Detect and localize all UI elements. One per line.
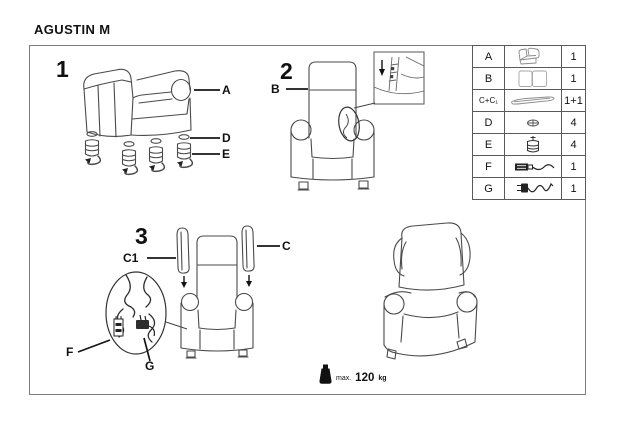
part-qty: 1: [561, 68, 585, 90]
screw-icon: [504, 112, 561, 134]
weight-limit-value: 120: [355, 371, 375, 384]
fig2-chair-drawing: [290, 61, 375, 191]
figure-1-number: 1: [56, 56, 69, 82]
callout-b: B: [271, 82, 280, 96]
part-qty: 1+1: [561, 90, 585, 112]
part-qty: 1: [561, 156, 585, 178]
backrest-cushion-icon: [504, 68, 561, 90]
fig1-armchair-drawing: [83, 68, 192, 138]
wing-insert-arrows: [181, 275, 252, 288]
fig2-detail-inset: [373, 51, 425, 105]
weight-limit: max. 120 kg: [319, 364, 387, 385]
part-qty: 1: [561, 178, 585, 199]
power-plug-cable-icon: [504, 178, 561, 199]
page-title: AGUSTIN M: [34, 22, 111, 37]
fig1-legs-drawing: [84, 131, 194, 176]
part-letter: A: [473, 46, 504, 68]
callout-a: A: [222, 83, 231, 97]
power-supply-cable-icon: [504, 156, 561, 178]
part-letter: C+C₁: [473, 90, 504, 112]
callout-leader-lines: [77, 88, 308, 362]
diagram-frame: 1 2 3 A D E B C1 C F G max. 120 kg A 1 B: [29, 45, 586, 395]
part-qty: 1: [561, 46, 585, 68]
part-g-in-magnifier: [136, 314, 156, 337]
diagram-artwork: [77, 51, 478, 362]
part-qty: 4: [561, 112, 585, 134]
fig2-magnifier-ellipse: [338, 106, 360, 142]
part-letter: D: [473, 112, 504, 134]
callout-c1: C1: [123, 251, 139, 265]
callout-d: D: [222, 131, 231, 145]
fig3-chair-drawing: [176, 225, 255, 359]
part-letter: G: [473, 178, 504, 199]
parts-table: A 1 B 1 C+C₁ 1+1 D: [472, 45, 586, 200]
callout-c: C: [282, 239, 291, 253]
magnifier-connector-lines: [165, 102, 376, 330]
fig3-cable-magnifier: [105, 271, 167, 355]
leg-icon: [504, 134, 561, 156]
callout-e: E: [222, 147, 231, 161]
callout-g: G: [145, 359, 155, 373]
part-letter: E: [473, 134, 504, 156]
part-f-in-magnifier: [113, 316, 124, 337]
armchair-base-icon: [504, 46, 561, 68]
figure-2-number: 2: [280, 58, 293, 84]
insert-down-arrow-icon: [379, 69, 385, 76]
part-letter: B: [473, 68, 504, 90]
figure-3-number: 3: [135, 223, 148, 249]
callout-f: F: [66, 345, 74, 359]
assembled-recliner-drawing: [383, 222, 478, 360]
weight-limit-prefix: max.: [336, 375, 352, 382]
part-qty: 4: [561, 134, 585, 156]
weight-icon: [319, 364, 332, 384]
part-letter: F: [473, 156, 504, 178]
weight-limit-unit: kg: [378, 375, 387, 382]
wing-panel-icon: [504, 90, 561, 112]
